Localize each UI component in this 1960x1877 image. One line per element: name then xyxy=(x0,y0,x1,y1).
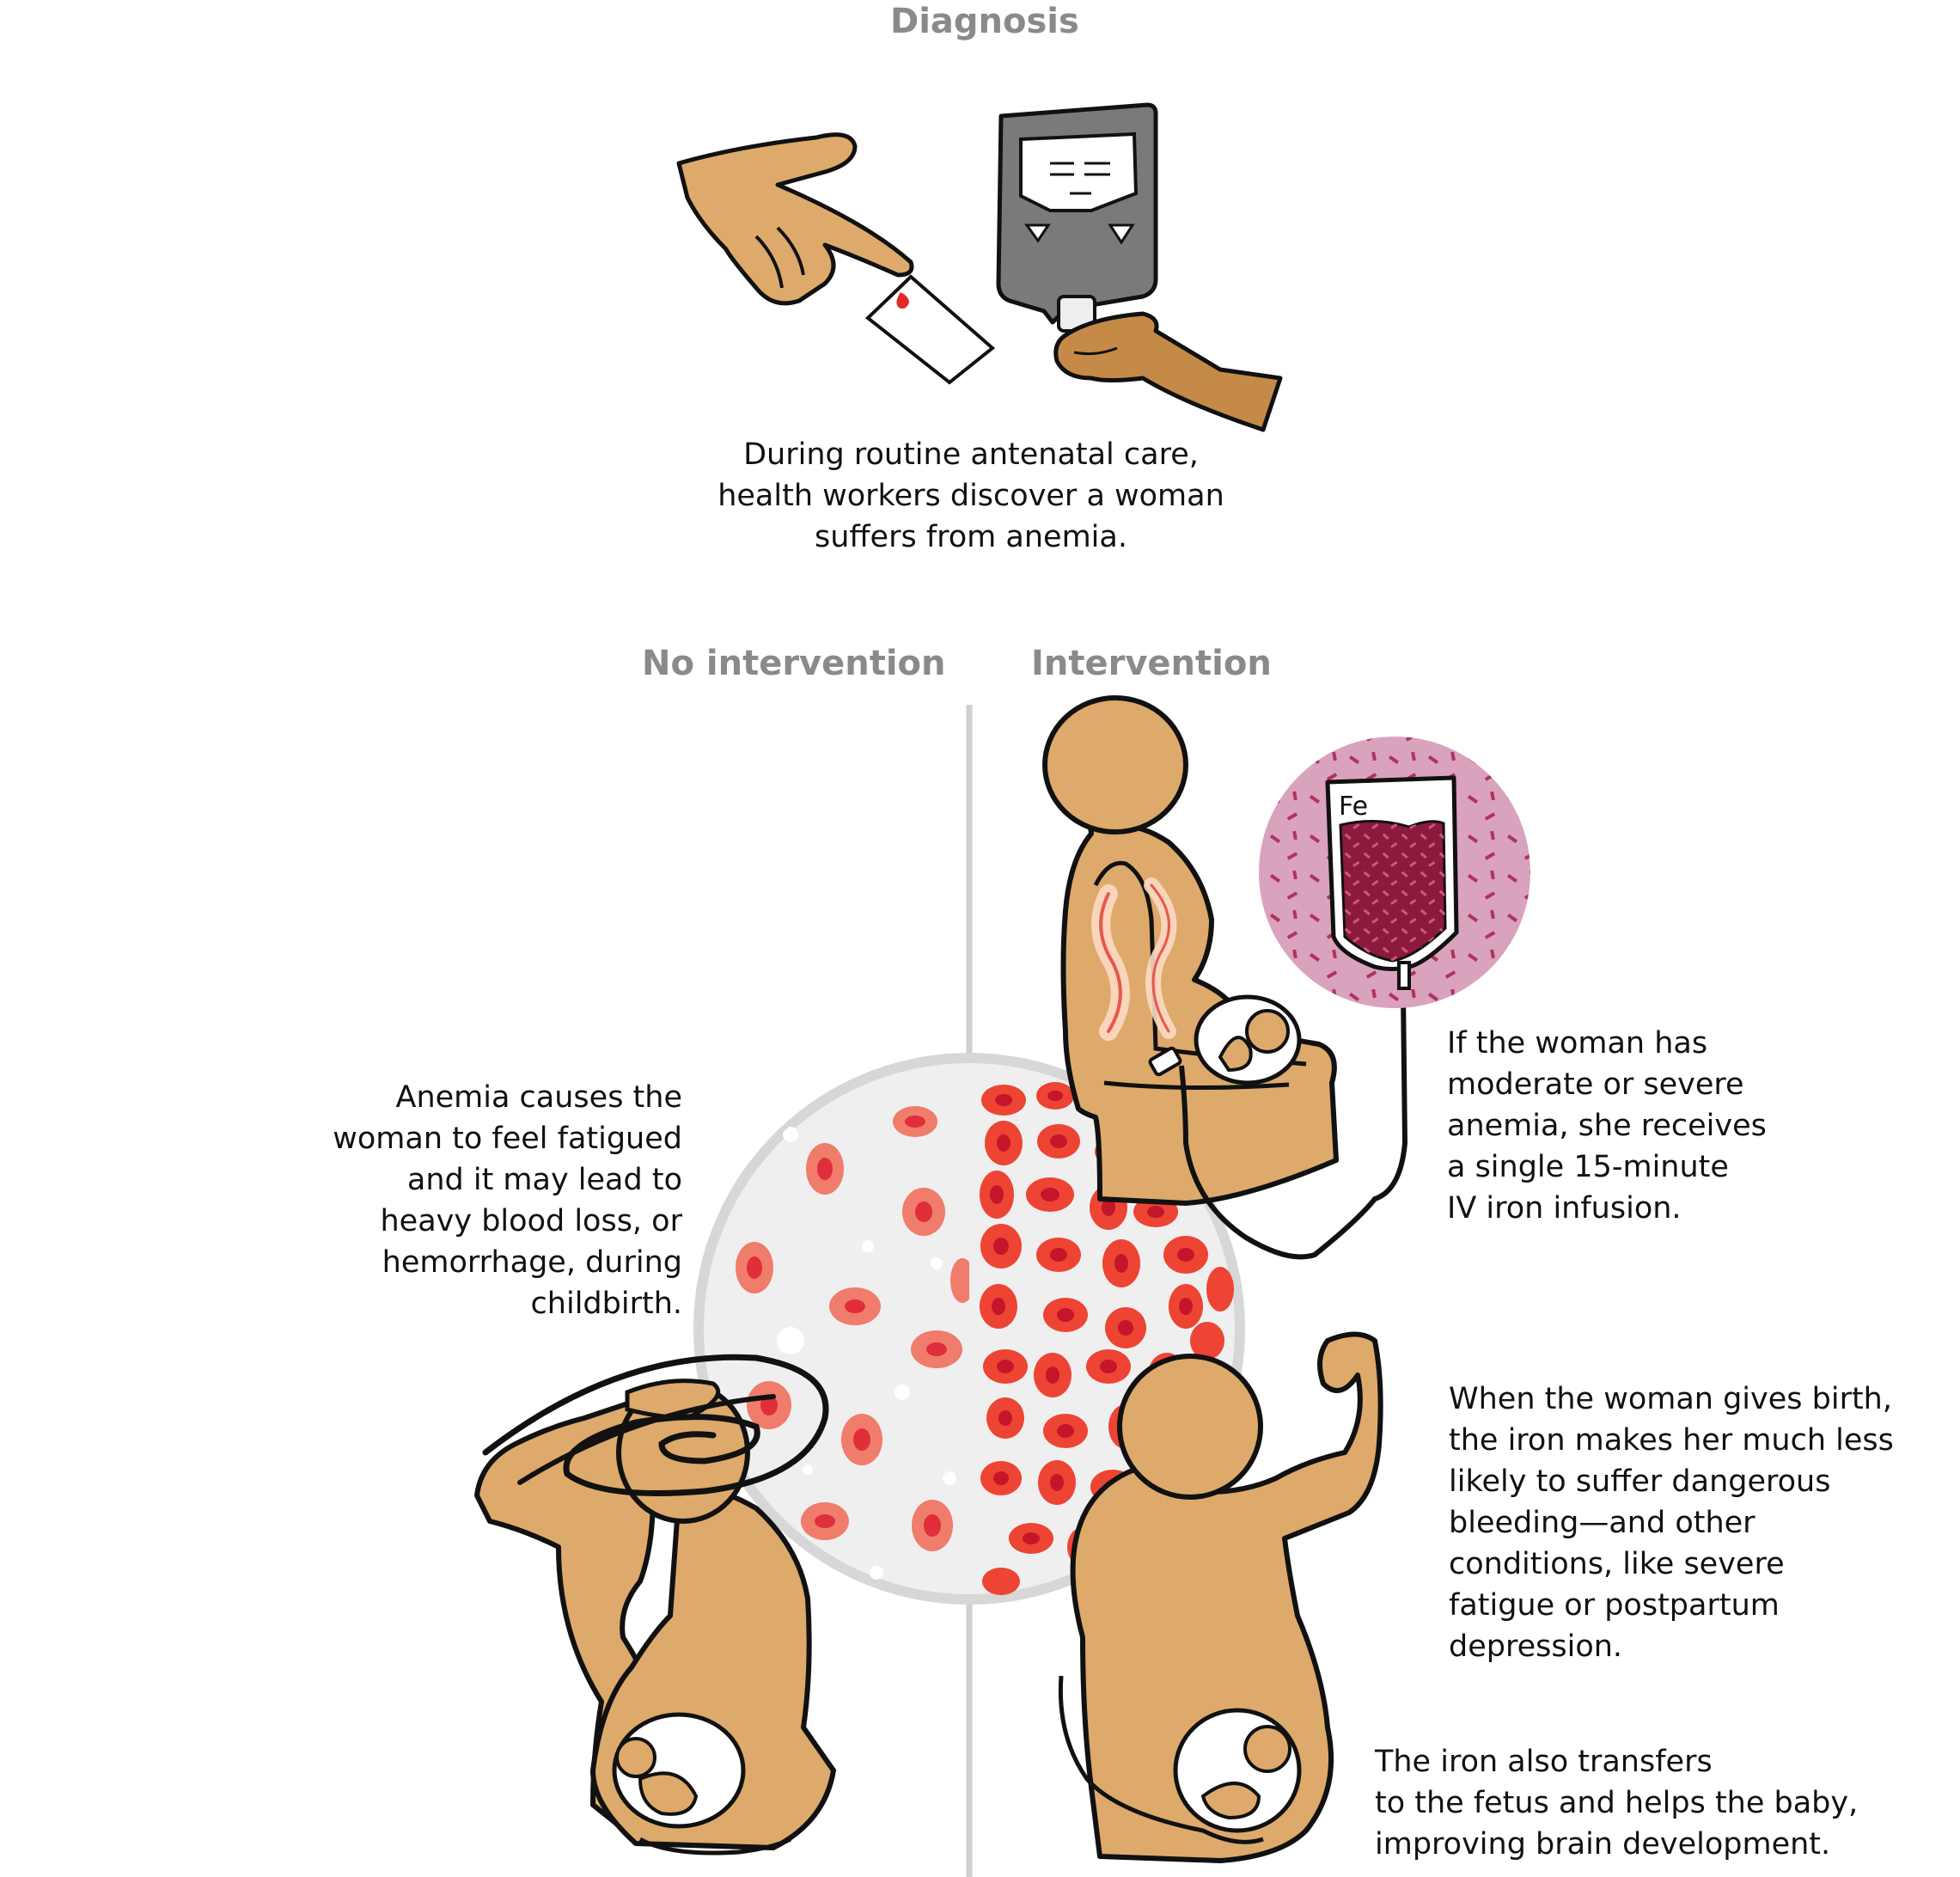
birth-line: fatigue or postpartum xyxy=(1449,1588,1780,1623)
strong-pregnant-woman-icon xyxy=(1058,1331,1383,1863)
diagnosis-caption: During routine antenatal care, health wo… xyxy=(653,434,1289,558)
diagnosis-line: health workers discover a woman xyxy=(717,479,1224,513)
birth-caption: When the woman gives birth, the iron mak… xyxy=(1449,1379,1947,1667)
birth-line: When the woman gives birth, xyxy=(1449,1382,1892,1416)
dizzy-pregnant-woman-icon xyxy=(474,1354,836,1856)
infusion-line: anemia, she receives xyxy=(1447,1109,1767,1143)
infusion-line: IV iron infusion. xyxy=(1447,1191,1682,1226)
no-intervention-line: hemorrhage, during xyxy=(382,1245,682,1280)
birth-line: depression. xyxy=(1449,1629,1623,1664)
hemoglobin-meter-icon xyxy=(996,102,1158,333)
fetus-line: The iron also transfers xyxy=(1375,1745,1713,1779)
no-intervention-line: Anemia causes the xyxy=(395,1080,683,1115)
no-intervention-heading: No intervention xyxy=(642,644,946,683)
infusion-line: a single 15-minute xyxy=(1447,1150,1729,1184)
iv-iron-bag-icon: Fe xyxy=(1259,737,1530,1008)
finger-prick-hand-icon xyxy=(676,132,914,306)
no-intervention-caption: Anemia causes the woman to feel fatigued… xyxy=(258,1077,682,1324)
iv-bag-label: Fe xyxy=(1339,792,1368,822)
birth-line: conditions, like severe xyxy=(1449,1547,1785,1581)
fetus-line: improving brain development. xyxy=(1375,1827,1831,1862)
diagnosis-line: During routine antenatal care, xyxy=(743,437,1199,472)
no-intervention-line: heavy blood loss, or xyxy=(380,1204,683,1238)
seated-pregnant-woman-icon xyxy=(1042,695,1408,1260)
infusion-caption: If the woman has moderate or severe anem… xyxy=(1447,1023,1928,1229)
diagnosis-line: suffers from anemia. xyxy=(815,520,1127,554)
intervention-heading: Intervention xyxy=(1031,644,1272,683)
birth-line: likely to suffer dangerous xyxy=(1449,1464,1831,1499)
infusion-line: If the woman has xyxy=(1447,1026,1708,1061)
diagnosis-heading: Diagnosis xyxy=(890,2,1079,41)
no-intervention-line: woman to feel fatigued xyxy=(333,1122,682,1156)
birth-line: bleeding—and other xyxy=(1449,1506,1755,1540)
birth-line: the iron makes her much less xyxy=(1449,1423,1894,1458)
fetus-line: to the fetus and helps the baby, xyxy=(1375,1786,1859,1820)
infusion-line: moderate or severe xyxy=(1447,1067,1744,1102)
no-intervention-line: and it may lead to xyxy=(406,1163,682,1197)
blood-test-strip-icon xyxy=(864,274,996,385)
fetus-caption: The iron also transfers to the fetus and… xyxy=(1375,1741,1890,1865)
strip-holding-hand-icon xyxy=(1053,311,1283,432)
no-intervention-line: childbirth. xyxy=(530,1287,682,1321)
